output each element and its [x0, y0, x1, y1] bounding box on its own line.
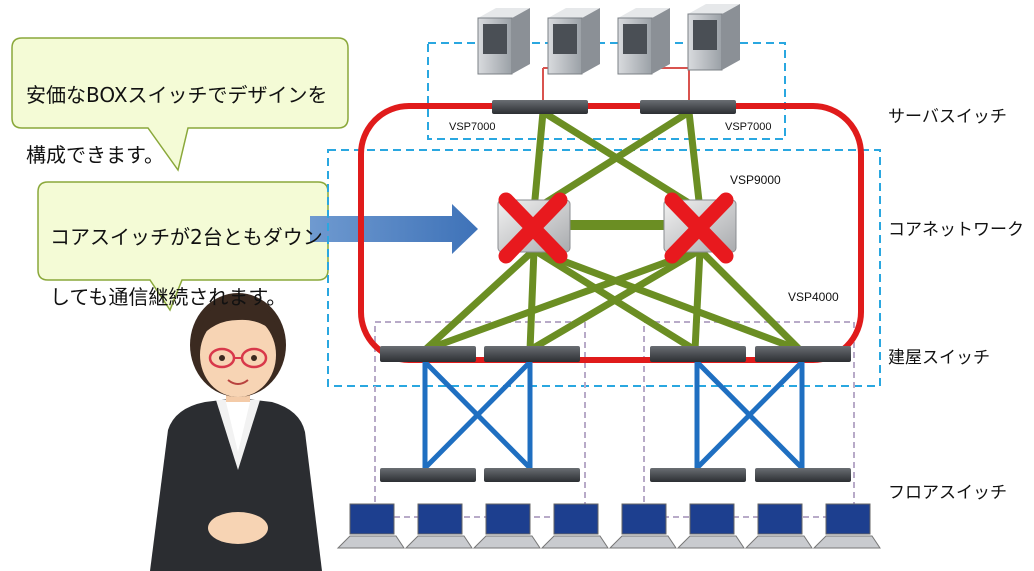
model-label-server-right: VSP7000 [725, 121, 772, 133]
tier-label-core: コアネットワーク [888, 220, 1024, 240]
model-label-server-left: VSP7000 [449, 121, 496, 133]
floor-links [422, 360, 805, 470]
tier-label-floor: フロアスイッチ [888, 483, 1007, 503]
building-group-left [374, 321, 586, 518]
floor-switches [380, 468, 851, 482]
presenter-illustration [150, 293, 322, 571]
bubble-top-line-1: 安価なBOXスイッチでデザインを [26, 83, 328, 107]
core-links [421, 108, 804, 354]
bubble-text-middle: コアスイッチが2台ともダウン しても通信継続されます。 [50, 192, 323, 342]
model-label-core: VSP9000 [730, 173, 781, 187]
laptops [336, 503, 881, 549]
server-tier-box [427, 42, 786, 140]
failure-x-icon [498, 192, 734, 264]
tier-label-server: サーバスイッチ [888, 107, 1007, 127]
arrow-to-core [310, 204, 478, 254]
building-switches [380, 346, 851, 362]
building-group-right [643, 321, 855, 518]
bubble-text-top: 安価なBOXスイッチでデザインを 構成できます。 [26, 50, 328, 200]
red-ring [358, 103, 864, 363]
model-label-aggregation: VSP4000 [788, 290, 839, 304]
speech-bubble-top [11, 37, 349, 172]
bubble-top-line-2: 構成できます。 [26, 143, 164, 167]
server-switches [492, 100, 736, 114]
tier-label-building: 建屋スイッチ [888, 348, 990, 368]
servers [477, 4, 740, 75]
bubble-middle-line-1: コアスイッチが2台ともダウン [50, 225, 323, 249]
bubble-middle-line-2: しても通信継続されます。 [50, 285, 287, 309]
